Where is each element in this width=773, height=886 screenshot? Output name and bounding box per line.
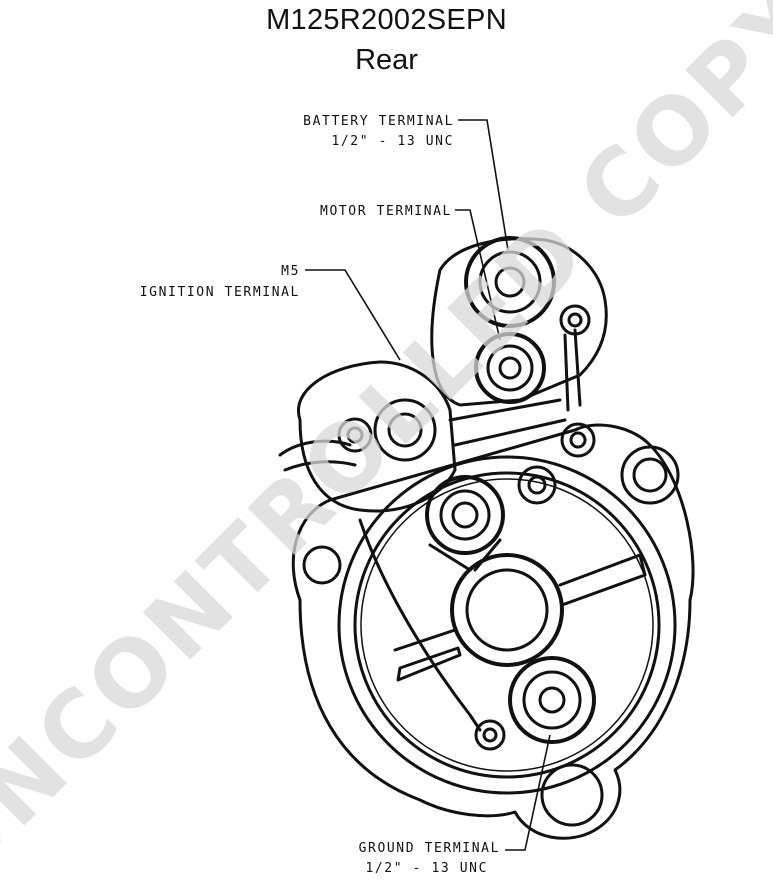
hub-outer (450, 553, 564, 667)
battery-terminal-label: BATTERY TERMINAL (303, 114, 454, 129)
ignition-terminal-leader (305, 269, 401, 361)
ground-terminal-stud (508, 656, 596, 744)
battery-terminal-leader (458, 119, 509, 251)
view-title: Rear (355, 44, 418, 76)
ground-terminal-label: GROUND TERMINAL (359, 841, 500, 856)
ground-wire (358, 518, 482, 732)
battery-terminal-stud (464, 236, 556, 328)
right-mount-hole (620, 445, 680, 505)
upper-boss (425, 475, 505, 555)
motor-terminal-stud (474, 332, 546, 404)
ignition-terminal-size: M5 (281, 264, 300, 279)
ignition-terminal-label: IGNITION TERMINAL (140, 285, 300, 300)
housing-inner-ring (353, 471, 661, 779)
housing-outer-ring (337, 455, 677, 795)
part-number-title: M125R2002SEPN (266, 4, 507, 36)
battery-terminal-thread: 1/2" - 13 UNC (331, 134, 454, 149)
housing-crossbar (393, 553, 647, 682)
mounting-flange-outline (291, 423, 695, 840)
ground-terminal-leader (505, 734, 551, 851)
motor-terminal-leader (455, 209, 501, 341)
motor-terminal-label: MOTOR TERMINAL (320, 204, 452, 219)
housing-bolt (517, 465, 557, 505)
ignition-solenoid-body (297, 360, 457, 513)
left-mount-hole (302, 545, 342, 585)
ground-terminal-thread: 1/2" - 13 UNC (365, 861, 488, 876)
bottom-mount-hole (540, 763, 604, 827)
hub-inner (465, 568, 549, 652)
